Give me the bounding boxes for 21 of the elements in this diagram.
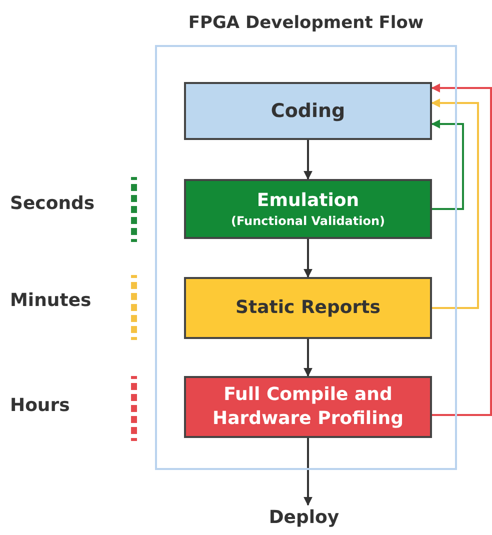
time-label: Minutes (10, 290, 92, 311)
arrow (304, 239, 312, 278)
arrow (304, 438, 312, 506)
time-label: Seconds (10, 193, 95, 214)
arrow (431, 98, 479, 309)
arrow (431, 120, 464, 210)
box-subtitle: (Functional Validation) (230, 213, 386, 229)
box-label: Deploy (268, 506, 340, 530)
arrow (304, 140, 312, 180)
process-box (184, 179, 432, 239)
box-label: Full Compile and Hardware Profiling (212, 383, 404, 431)
box-label: Emulation (256, 189, 360, 213)
arrow (431, 84, 492, 416)
process-box (184, 376, 432, 438)
box-label: Static Reports (236, 296, 380, 320)
time-label: Hours (10, 395, 70, 416)
box-label: Coding (270, 99, 346, 123)
arrow (304, 339, 312, 377)
process-box (184, 82, 432, 140)
process-box (184, 277, 432, 339)
container-heading: FPGA Development Flow (187, 13, 425, 33)
